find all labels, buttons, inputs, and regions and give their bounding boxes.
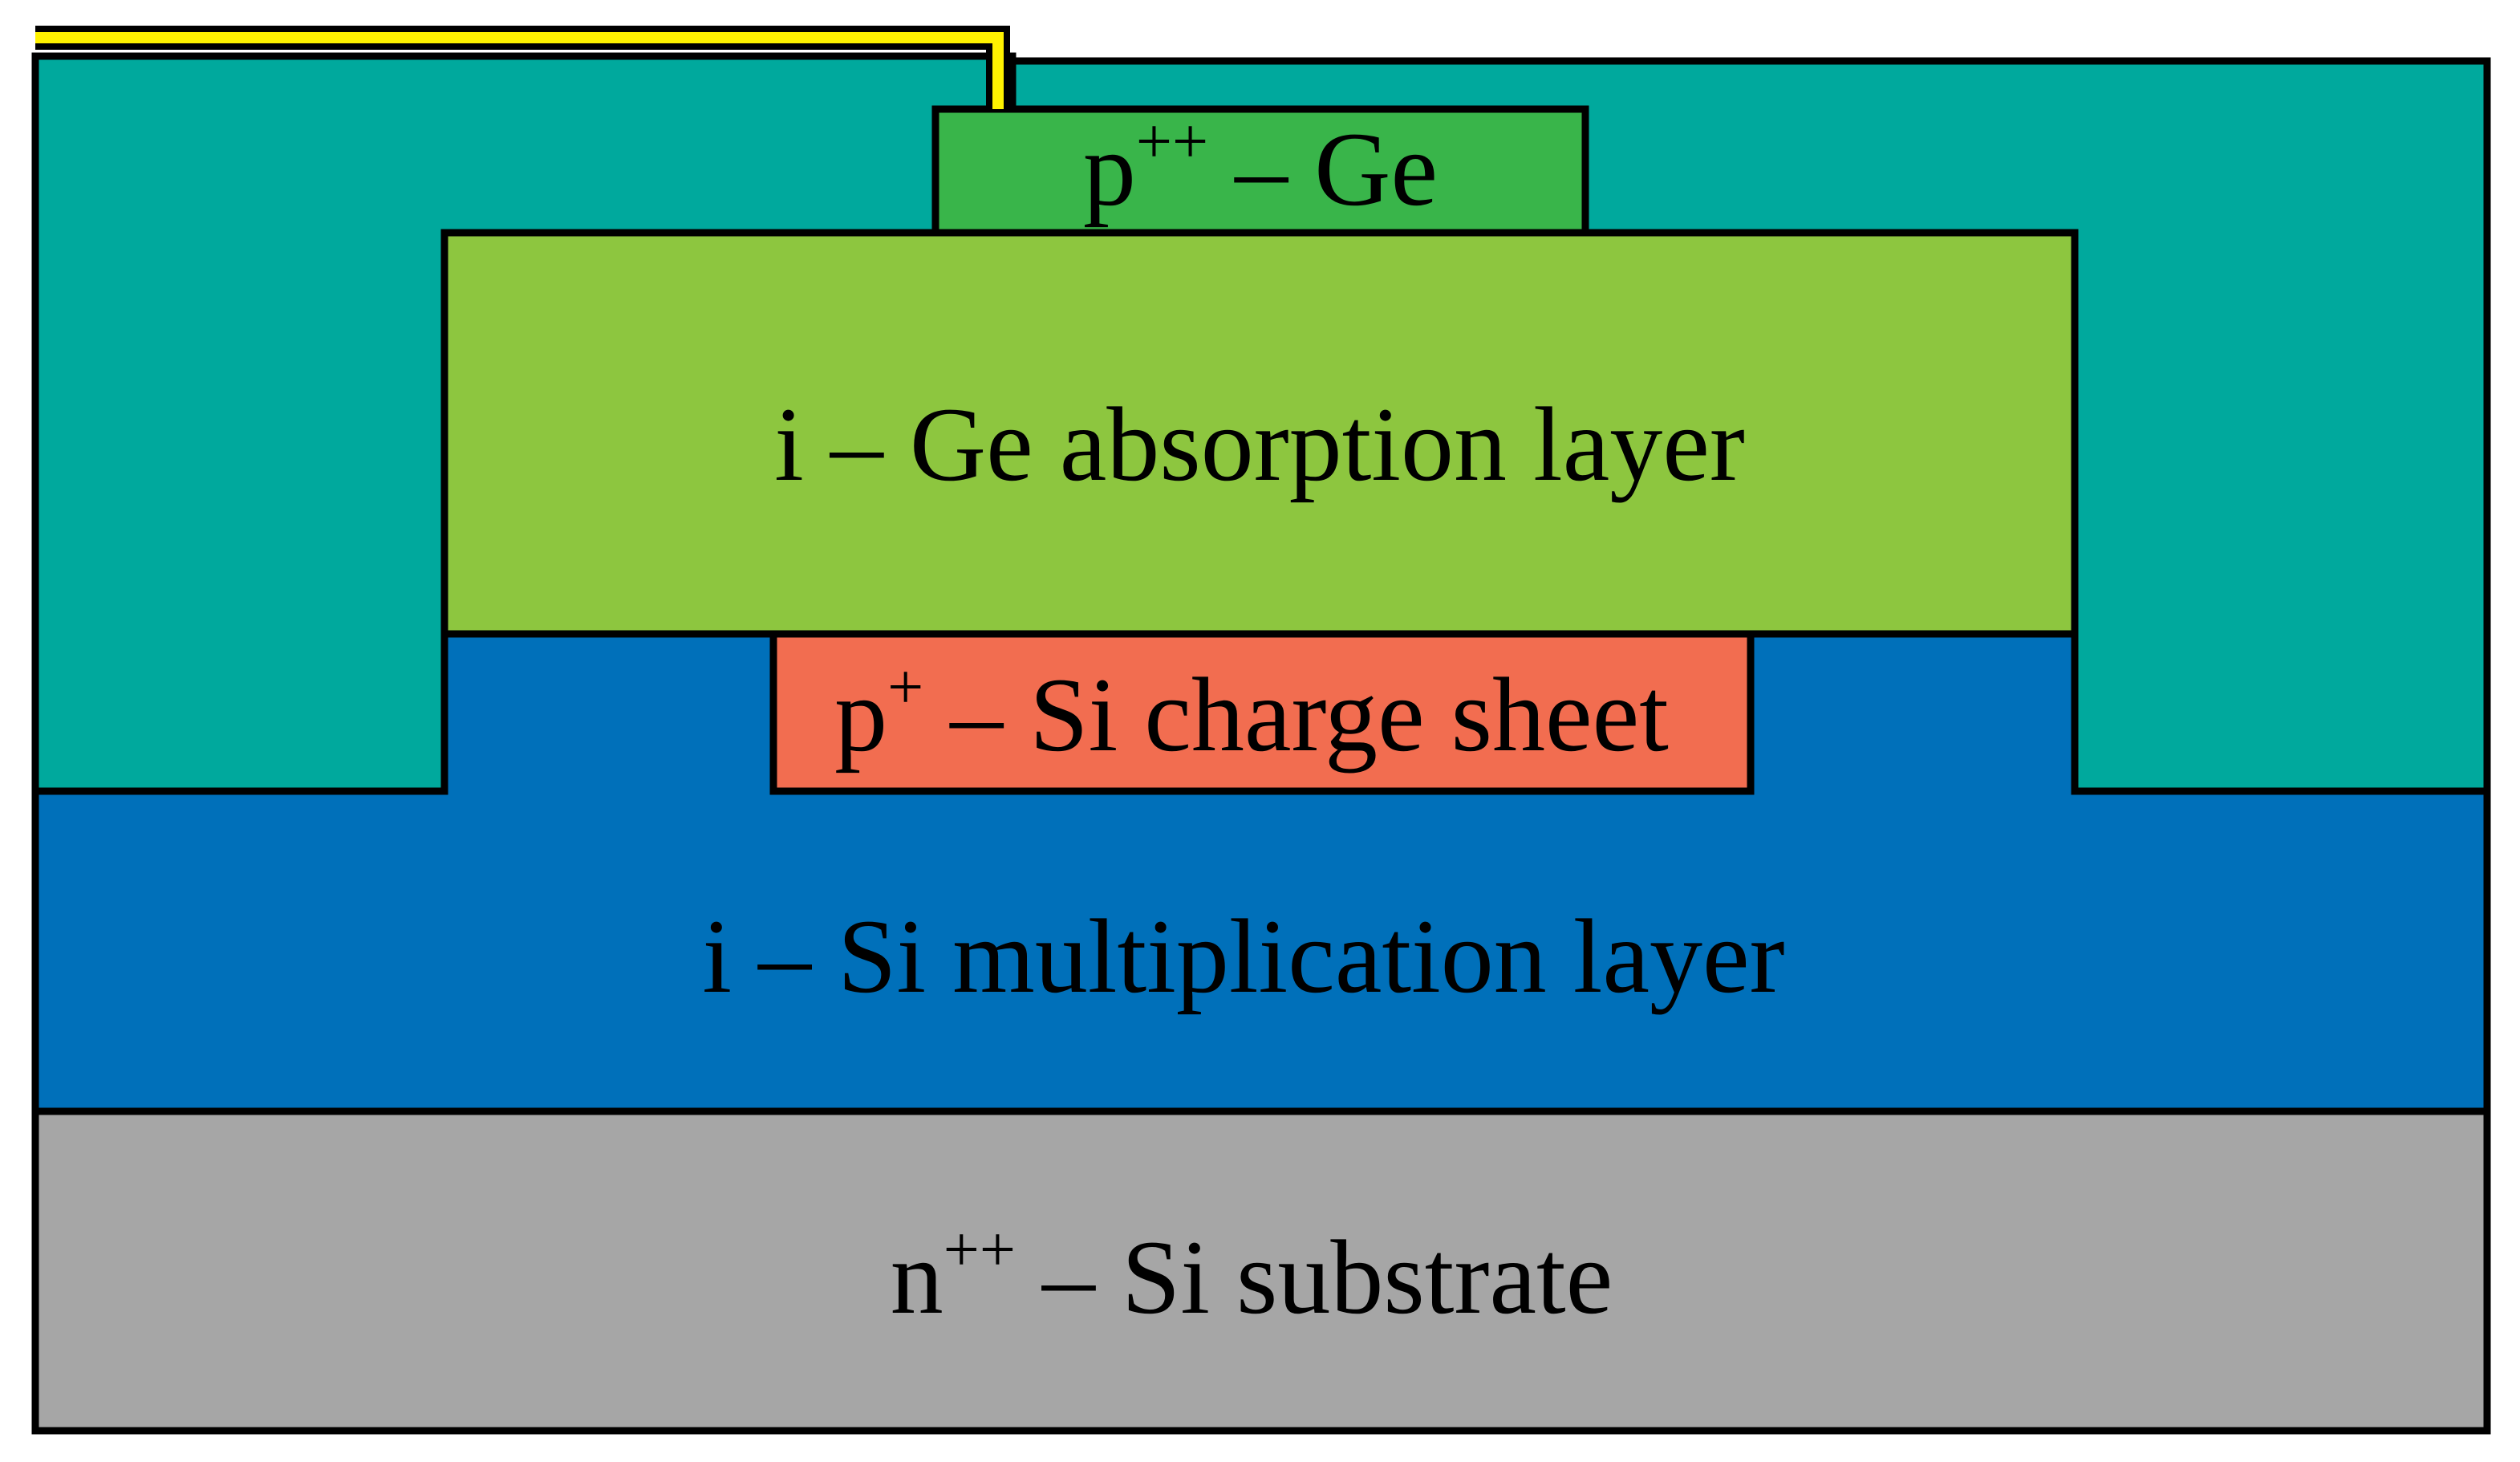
ge-absorption-layer xyxy=(440,229,2079,638)
si-charge-label-rest: – Si charge sheet xyxy=(923,656,1669,774)
p-ge-label-rest: – Ge xyxy=(1208,110,1438,228)
si-substrate-label-base: n xyxy=(891,1218,943,1336)
si-multiplication-layer xyxy=(31,630,2491,1115)
p-ge-contact-layer xyxy=(931,105,1589,237)
si-substrate-label-rest: – Si substrate xyxy=(1016,1218,1613,1336)
si-substrate-layer xyxy=(31,1107,2491,1435)
ge-absorption-label: i – Ge absorption layer xyxy=(774,385,1745,503)
si-charge-label-base: p xyxy=(834,656,887,774)
p-ge-label-base: p xyxy=(1083,110,1136,228)
si-charge-sheet-layer xyxy=(769,630,1755,795)
si-substrate-label-sup: ++ xyxy=(943,1215,1016,1285)
p-ge-label: p++ – Ge xyxy=(1083,107,1438,228)
si-substrate-label: n++ – Si substrate xyxy=(891,1215,1613,1336)
si-multiplication-label: i – Si multiplication layer xyxy=(702,897,1784,1015)
metal-contact-line xyxy=(35,32,1004,109)
si-charge-label-sup: + xyxy=(887,652,923,723)
si-charge-sheet-label: p+ – Si charge sheet xyxy=(834,652,1669,774)
p-ge-label-sup: ++ xyxy=(1136,107,1208,177)
